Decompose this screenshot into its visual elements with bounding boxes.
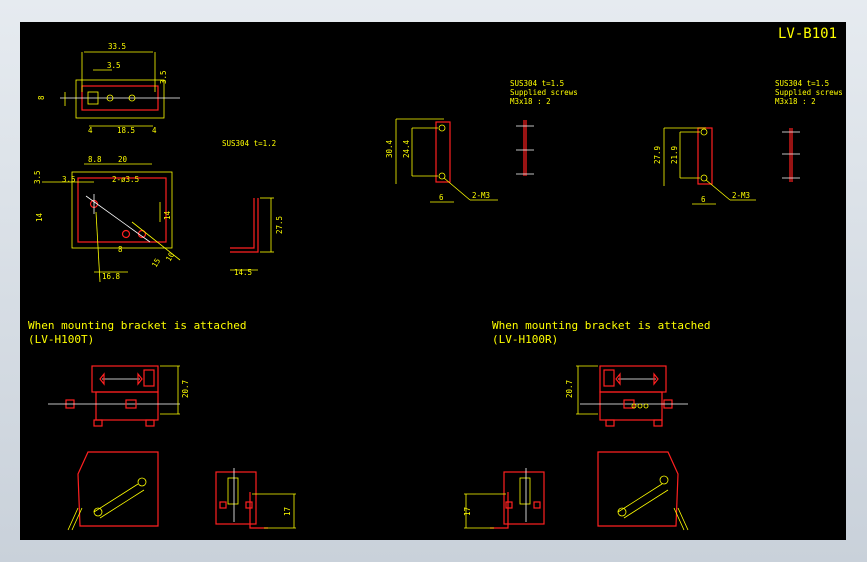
thread-callout-right: 2-M3 bbox=[732, 191, 750, 200]
bracket-top-view bbox=[60, 51, 180, 127]
dim-6-mid: 6 bbox=[439, 193, 444, 202]
material-note-top: SUS304 t=1.2 bbox=[222, 139, 276, 148]
assembly-left-side bbox=[48, 365, 180, 427]
material-note-right: SUS304 t=1.5 bbox=[775, 79, 829, 88]
drawing-title: LV-B101 bbox=[778, 26, 837, 42]
bracket-plate-mid bbox=[395, 118, 534, 203]
dim-20-7-left: 20.7 bbox=[181, 380, 190, 398]
bracket-front-view bbox=[42, 163, 181, 283]
material-note-mid: SUS304 t=1.5 bbox=[510, 79, 564, 88]
dim-27-5: 27.5 bbox=[275, 216, 284, 234]
dim-4-right: 4 bbox=[152, 126, 157, 135]
dim-8: 8 bbox=[37, 95, 46, 100]
dim-17-left: 17 bbox=[283, 507, 292, 516]
dim-14-right: 14 bbox=[163, 210, 172, 220]
assembly-left-bracket bbox=[215, 468, 296, 529]
dim-6-right: 6 bbox=[701, 195, 706, 204]
dim-20: 20 bbox=[118, 155, 128, 164]
assembly-right-side bbox=[576, 365, 688, 427]
cad-canvas: .p{stroke:#ff2020;fill:none;stroke-width… bbox=[20, 22, 846, 540]
caption-left-line1: When mounting bracket is attached bbox=[28, 319, 247, 332]
cad-drawing: .p{stroke:#ff2020;fill:none;stroke-width… bbox=[28, 26, 843, 531]
dim-21-9: 21.9 bbox=[670, 146, 679, 164]
bracket-plate-right bbox=[663, 127, 800, 205]
dim-24-4: 24.4 bbox=[402, 139, 411, 158]
dim-8-lower: 8 bbox=[118, 245, 123, 254]
dim-14-left: 14 bbox=[35, 212, 44, 222]
dim-8-8: 8.8 bbox=[88, 155, 102, 164]
dim-4-left: 4 bbox=[88, 126, 93, 135]
dim-3-5-top: 3.5 bbox=[107, 61, 121, 70]
assembly-right-front bbox=[597, 451, 689, 531]
caption-right-line2: (LV-H100R) bbox=[492, 333, 558, 346]
bracket-side-view bbox=[230, 197, 274, 271]
dim-17-right: 17 bbox=[463, 507, 472, 516]
assembly-left-front bbox=[67, 451, 159, 531]
assembly-right-bracket bbox=[464, 468, 545, 529]
dim-3-5-right: 3.5 bbox=[159, 70, 168, 84]
dim-20-7-right: 20.7 bbox=[565, 380, 574, 398]
dim-3-5-left: 3.5 bbox=[33, 170, 42, 184]
dim-3-5-inner: 3.5 bbox=[62, 175, 76, 184]
screws-note-mid: M3x18 : 2 bbox=[510, 97, 551, 106]
dim-14-5: 14.5 bbox=[234, 268, 252, 277]
screws-note-right: M3x18 : 2 bbox=[775, 97, 816, 106]
thread-callout-mid: 2-M3 bbox=[472, 191, 490, 200]
dim-10: 10 bbox=[164, 250, 177, 263]
hole-callout: 2-ø3.5 bbox=[112, 175, 139, 184]
dim-16-8: 16.8 bbox=[102, 272, 121, 281]
dim-27-9: 27.9 bbox=[653, 146, 662, 164]
dim-33-5: 33.5 bbox=[108, 42, 126, 51]
dim-15: 15 bbox=[150, 257, 162, 269]
caption-left-line2: (LV-H100T) bbox=[28, 333, 94, 346]
caption-right-line1: When mounting bracket is attached bbox=[492, 319, 711, 332]
supplied-note-right: Supplied screws bbox=[775, 88, 843, 97]
supplied-note-mid: Supplied screws bbox=[510, 88, 578, 97]
dim-30-4: 30.4 bbox=[385, 139, 394, 158]
dim-18-5: 18.5 bbox=[117, 126, 135, 135]
